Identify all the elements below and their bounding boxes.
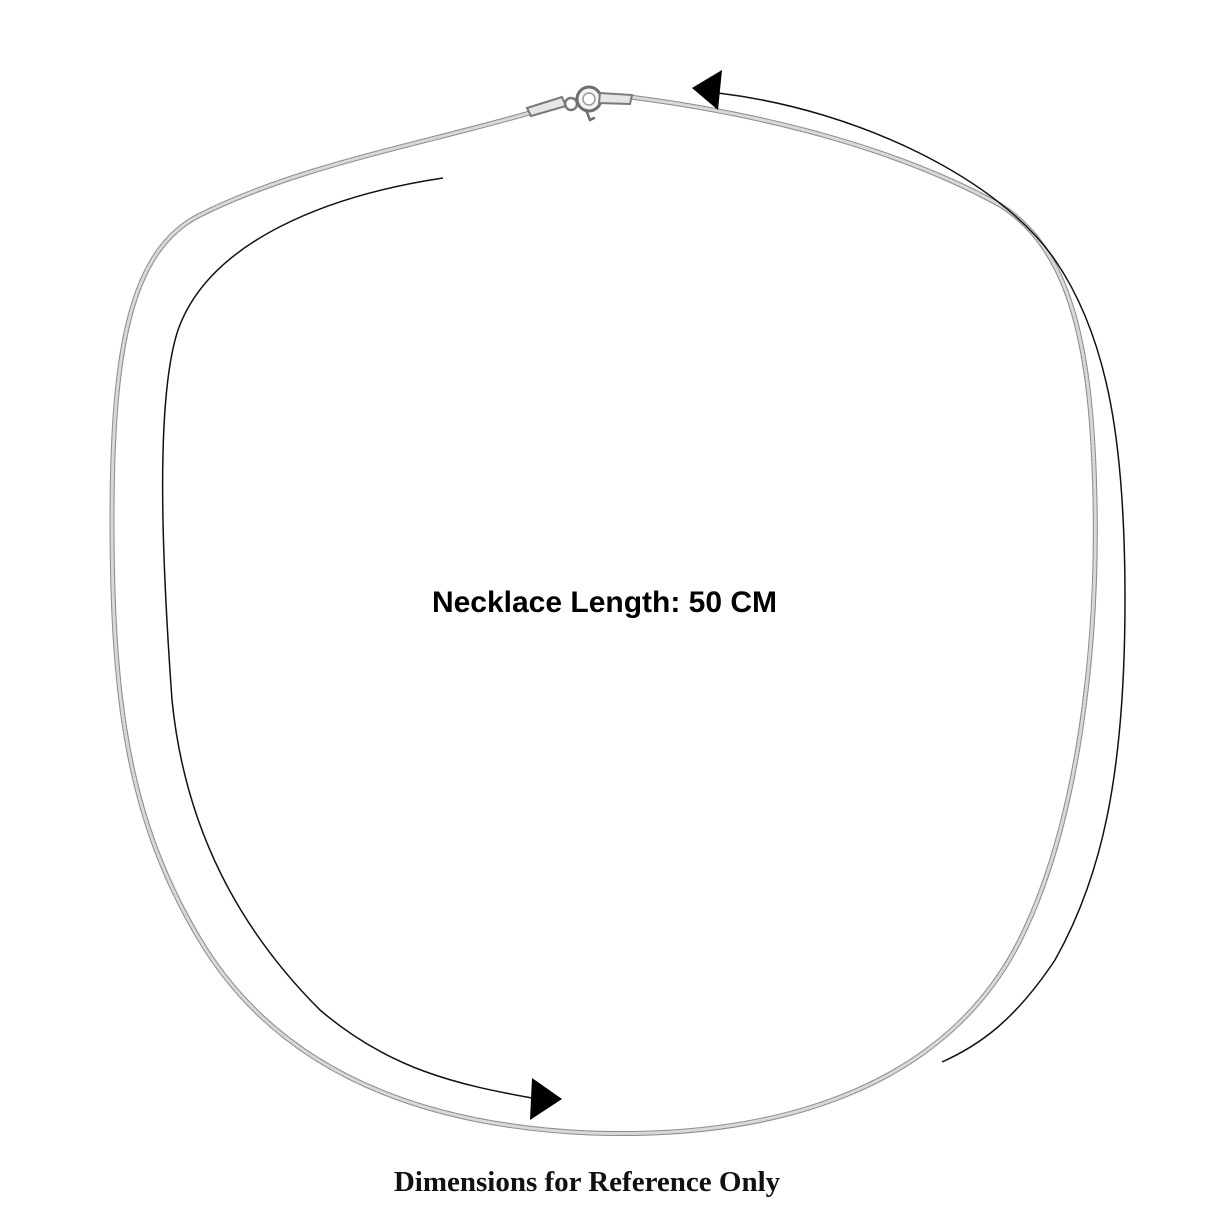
clasp-end-cap-left: [525, 95, 568, 118]
reference-disclaimer: Dimensions for Reference Only: [393, 1166, 781, 1198]
clasp-end-cap-right: [597, 91, 634, 106]
necklace-length-label: Necklace Length: 50 CM: [431, 586, 778, 619]
clasp-ring-center: [582, 92, 596, 106]
necklace-chain: [109, 94, 1098, 1137]
measurement-arrows: [161, 70, 1126, 1120]
clasp-trigger: [584, 108, 596, 122]
arrowhead-left-icon: [692, 70, 722, 110]
clasp-jump-ring: [563, 96, 579, 112]
spring-ring-clasp-icon: [525, 85, 634, 122]
measure-line-left: [161, 177, 533, 1099]
measure-line-right: [717, 92, 1126, 1063]
chain-strand: [110, 95, 1097, 1136]
arrowhead-right-icon: [530, 1078, 562, 1120]
